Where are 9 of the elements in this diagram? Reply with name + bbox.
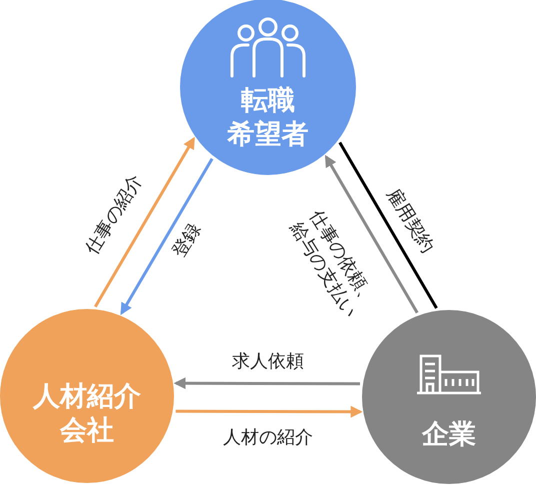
- arrow: [120, 158, 214, 316]
- arrow: [176, 406, 363, 418]
- node-label: 企業: [420, 418, 477, 452]
- node-label: 人材紹介会社: [32, 380, 142, 448]
- node-label: 転職希望者: [226, 84, 310, 152]
- arrow: [94, 136, 195, 308]
- arrow: [324, 154, 418, 314]
- arrow: [174, 377, 360, 390]
- connector-line: [338, 142, 438, 309]
